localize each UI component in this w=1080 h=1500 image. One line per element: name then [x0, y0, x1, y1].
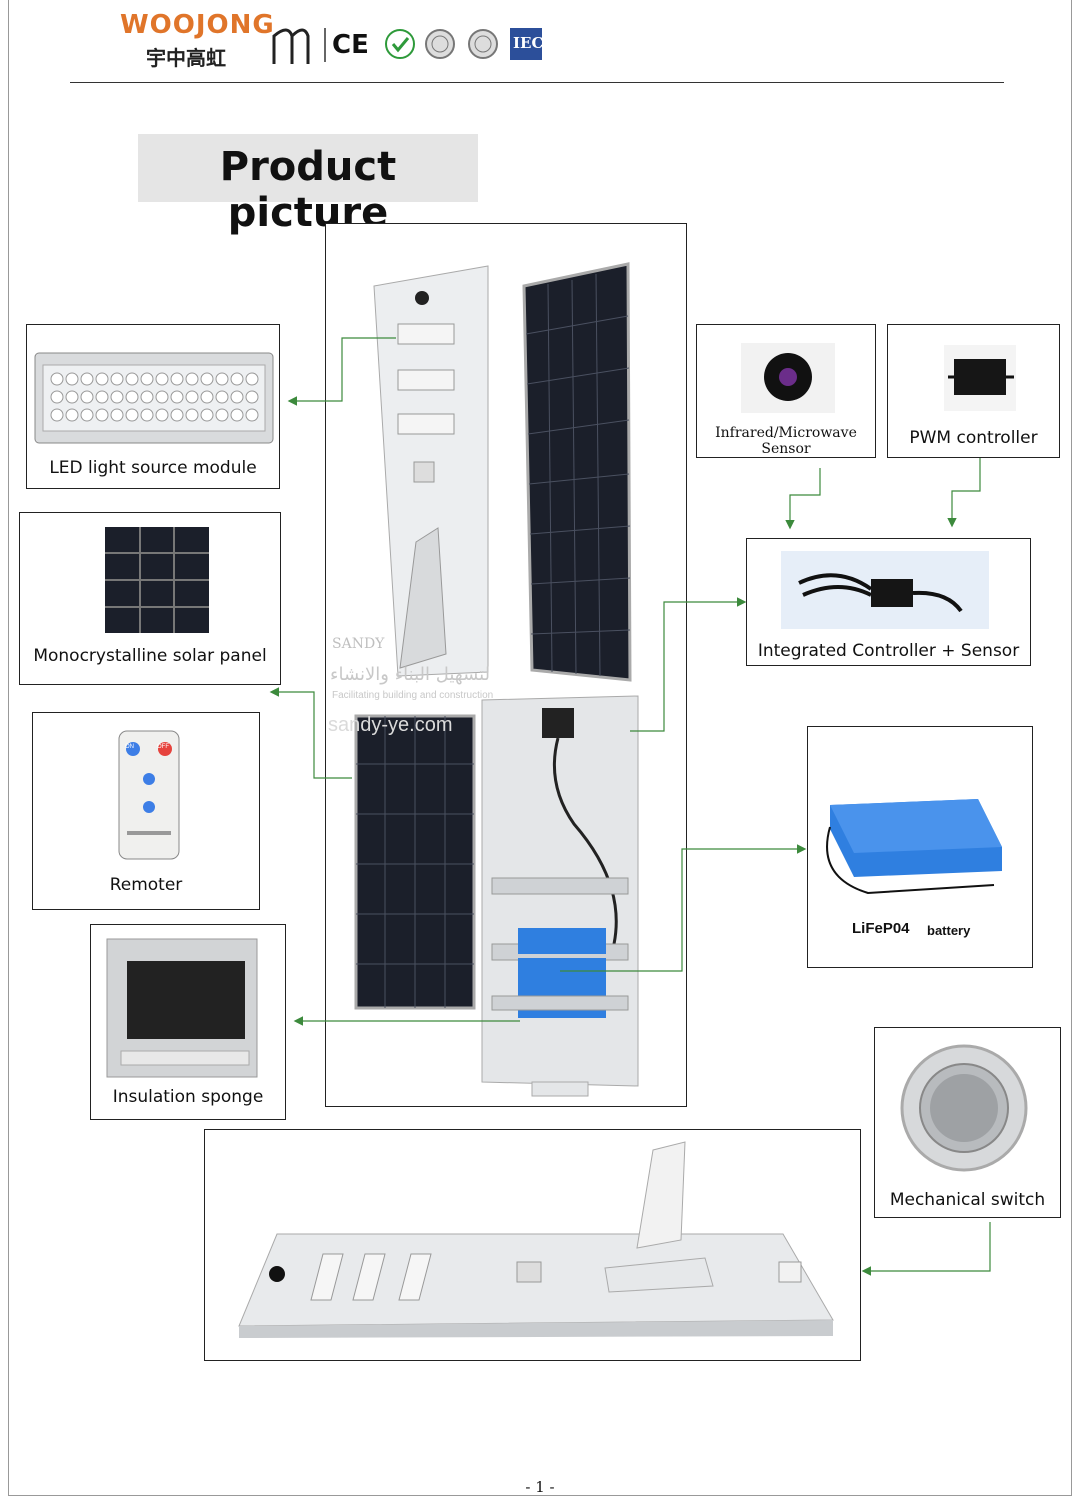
lamp-side-image: [238, 1141, 834, 1338]
callout-pwm: PWM controller: [887, 324, 1060, 458]
product-main-image: SANDY لتسهيل البناء والانشاء Facilitatin…: [325, 223, 687, 1107]
led-chip: [230, 390, 244, 404]
led-chip: [230, 372, 244, 386]
led-chip: [185, 390, 199, 404]
led-chip: [65, 390, 79, 404]
logo-mark-icon: [272, 28, 310, 64]
led-chip: [230, 408, 244, 422]
led-chip: [95, 390, 109, 404]
led-chip: [95, 408, 109, 422]
led-chip: [140, 408, 154, 422]
callout-led-module: LED light source module: [26, 324, 280, 489]
battery-label-sub: battery: [927, 923, 971, 938]
switch-label: Mechanical switch: [889, 1190, 1046, 1210]
controller-label: Integrated Controller + Sensor: [757, 641, 1020, 661]
led-chip: [215, 372, 229, 386]
sponge-image: [106, 938, 258, 1078]
led-chip: [215, 390, 229, 404]
callout-solar-panel: Monocrystalline solar panel: [19, 512, 281, 685]
led-chip: [185, 372, 199, 386]
led-chip: [170, 390, 184, 404]
led-chip: [245, 390, 259, 404]
remote-label: Remoter: [109, 875, 183, 895]
remote-on-label: ON: [125, 744, 134, 750]
led-chip: [215, 408, 229, 422]
header-icons: [272, 28, 326, 64]
led-chip: [125, 372, 139, 386]
led-chip: [170, 372, 184, 386]
led-chip: [95, 372, 109, 386]
pwm-label: PWM controller: [909, 428, 1038, 448]
iso9001-icon: [425, 29, 455, 59]
lamp-solar-top-image: [522, 262, 632, 682]
led-module-label: LED light source module: [49, 458, 257, 478]
led-module-image: [34, 352, 274, 444]
brand-logo: WOOJONG: [120, 10, 275, 40]
led-chip: [125, 408, 139, 422]
led-chip: [80, 390, 94, 404]
led-chip: [170, 408, 184, 422]
watermark-arabic: لتسهيل البناء والانشاء: [330, 664, 491, 685]
watermark-url: sandy-ye.com: [328, 714, 453, 736]
watermark-brand: SANDY: [332, 636, 385, 652]
led-chip: [110, 390, 124, 404]
iso14001-icon: [468, 29, 498, 59]
led-chip: [245, 372, 259, 386]
led-chip: [50, 408, 64, 422]
led-chip: [155, 408, 169, 422]
solar-panel-label: Monocrystalline solar panel: [33, 646, 267, 666]
remote-image: [118, 730, 180, 860]
led-chip: [200, 390, 214, 404]
brand-logo-cn: 宇中高虹: [146, 46, 226, 70]
cert-icons: [385, 28, 542, 60]
page-frame: [8, 0, 1072, 1496]
sponge-label: Insulation sponge: [112, 1087, 264, 1107]
led-chip: [200, 408, 214, 422]
switch-image: [900, 1044, 1028, 1172]
led-chip: [140, 390, 154, 404]
lamp-solar-bottom-image: [354, 714, 476, 1010]
iec-icon: [510, 28, 542, 60]
led-chip: [110, 408, 124, 422]
lamp-back-image: [373, 265, 489, 677]
led-chip: [65, 408, 79, 422]
callout-sensor: Infrared/Microwave Sensor: [696, 324, 876, 458]
controller-image: [781, 551, 989, 629]
led-chip: [155, 390, 169, 404]
led-chip: [80, 372, 94, 386]
led-chip: [155, 372, 169, 386]
callout-remote: ON OFF Remoter: [32, 712, 260, 910]
lamp-side-view: [204, 1129, 861, 1361]
callout-battery: LiFeP04 battery: [807, 726, 1033, 968]
pwm-image: [944, 345, 1016, 411]
remote-off-label: OFF: [157, 744, 169, 750]
ce-mark: CE: [332, 30, 369, 60]
header-rule: [70, 82, 1004, 83]
product-illustration: [354, 262, 639, 1097]
lamp-open-housing-image: [481, 695, 639, 1097]
led-chip: [110, 372, 124, 386]
led-chip: [50, 372, 64, 386]
iec-label: IEC: [513, 34, 544, 52]
callout-controller: Integrated Controller + Sensor: [746, 538, 1031, 666]
page-number: - 1 -: [525, 1478, 555, 1496]
battery-label-main: LiFeP04: [852, 920, 910, 937]
led-chip: [140, 372, 154, 386]
led-chip: [65, 372, 79, 386]
watermark-tagline: Facilitating building and construction: [332, 690, 494, 701]
led-chip: [185, 408, 199, 422]
led-chip: [50, 390, 64, 404]
led-chip: [200, 372, 214, 386]
led-chip: [125, 390, 139, 404]
solar-cell-image: [105, 527, 209, 633]
callout-switch: Mechanical switch: [874, 1027, 1061, 1218]
callout-sponge: Insulation sponge: [90, 924, 286, 1120]
sensor-label: Infrared/Microwave Sensor: [715, 425, 857, 457]
sensor-image: [741, 343, 835, 413]
led-chip: [245, 408, 259, 422]
title-band: Product picture: [138, 134, 478, 236]
battery-image: [826, 799, 1002, 895]
rohs-icon: [385, 29, 415, 59]
led-chip: [80, 408, 94, 422]
